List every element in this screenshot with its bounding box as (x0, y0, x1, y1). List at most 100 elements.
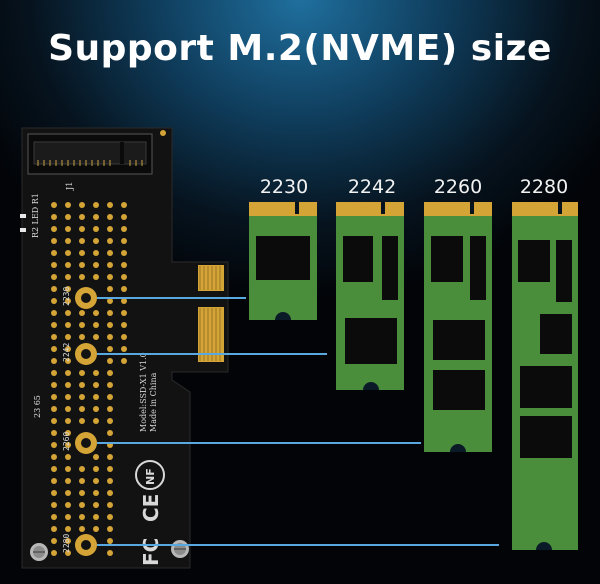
mount-hole-2280 (75, 534, 97, 556)
solder-pad (65, 346, 71, 352)
solder-pad (107, 346, 113, 352)
solder-pad (93, 310, 99, 316)
solder-pad (121, 358, 127, 364)
solder-pad (107, 202, 113, 208)
ssd-2260 (424, 202, 492, 452)
solder-pad (107, 490, 113, 496)
fcc-logo: FC (139, 538, 163, 566)
solder-pad (51, 406, 57, 412)
solder-pad (107, 358, 113, 364)
solder-pad (51, 298, 57, 304)
solder-pad (93, 514, 99, 520)
solder-pad (65, 262, 71, 268)
solder-pad (79, 262, 85, 268)
solder-pad (65, 514, 71, 520)
solder-pad (51, 502, 57, 508)
solder-pad (107, 394, 113, 400)
solder-pad (107, 418, 113, 424)
solder-pad (65, 442, 71, 448)
solder-pad (65, 202, 71, 208)
nf-logo: NF (144, 468, 157, 485)
part-marks: 23 65 (33, 395, 42, 418)
solder-pad (65, 358, 71, 364)
solder-pad (79, 394, 85, 400)
solder-pad (79, 202, 85, 208)
solder-pad (79, 334, 85, 340)
solder-pad (93, 226, 99, 232)
solder-pad (107, 454, 113, 460)
solder-pad (51, 550, 57, 556)
pin-label-2230: 2230 (62, 287, 71, 306)
solder-pad (107, 526, 113, 532)
solder-pad (107, 250, 113, 256)
led-label: R2 LED R1 (31, 193, 40, 238)
solder-pad (51, 442, 57, 448)
solder-pad (93, 394, 99, 400)
ce-logo: CE (139, 494, 163, 522)
solder-pad (107, 226, 113, 232)
solder-pad (51, 346, 57, 352)
solder-pad (121, 346, 127, 352)
solder-pad (79, 418, 85, 424)
solder-pad (65, 250, 71, 256)
solder-pad (51, 274, 57, 280)
screw-right (171, 540, 189, 558)
solder-pad (51, 490, 57, 496)
solder-pad (121, 214, 127, 220)
solder-pad (93, 490, 99, 496)
solder-pad (107, 274, 113, 280)
pin-label-2242: 2242 (62, 343, 71, 362)
solder-pad (107, 214, 113, 220)
solder-pad (93, 214, 99, 220)
solder-pad (79, 322, 85, 328)
solder-pad (107, 298, 113, 304)
solder-pad (51, 322, 57, 328)
solder-pad (107, 370, 113, 376)
solder-pad (79, 238, 85, 244)
solder-pad (107, 430, 113, 436)
solder-pad (121, 334, 127, 340)
solder-pad (79, 490, 85, 496)
solder-pad (51, 430, 57, 436)
solder-pad (65, 334, 71, 340)
ssd-2230 (249, 202, 317, 320)
solder-pad (65, 502, 71, 508)
solder-pad (93, 274, 99, 280)
solder-pad (121, 322, 127, 328)
solder-pad (51, 466, 57, 472)
solder-pad (51, 370, 57, 376)
solder-pad (51, 238, 57, 244)
solder-pad (121, 286, 127, 292)
solder-pad (79, 310, 85, 316)
solder-pad (107, 238, 113, 244)
solder-pad (51, 334, 57, 340)
solder-pad (93, 370, 99, 376)
solder-pad (93, 202, 99, 208)
solder-pad (51, 394, 57, 400)
size-label-2242: 2242 (347, 176, 397, 198)
solder-pad (51, 262, 57, 268)
solder-pad (65, 286, 71, 292)
pin-label-2260: 2260 (62, 432, 71, 451)
solder-pad (93, 406, 99, 412)
solder-pad (107, 286, 113, 292)
solder-pad (51, 514, 57, 520)
solder-pad (93, 238, 99, 244)
mount-hole-2260 (75, 432, 97, 454)
solder-pad (65, 310, 71, 316)
solder-pad (121, 262, 127, 268)
solder-pad (79, 406, 85, 412)
solder-pad (107, 262, 113, 268)
connector-label: J1 (65, 182, 74, 191)
solder-pad (65, 550, 71, 556)
solder-pad (107, 538, 113, 544)
model-text: Model:SSD-X1 V1.0 (139, 352, 148, 432)
solder-pad (65, 214, 71, 220)
solder-pad (65, 322, 71, 328)
solder-pad (121, 274, 127, 280)
solder-pad (121, 202, 127, 208)
solder-pad (79, 514, 85, 520)
solder-pad (107, 382, 113, 388)
solder-pad (51, 418, 57, 424)
